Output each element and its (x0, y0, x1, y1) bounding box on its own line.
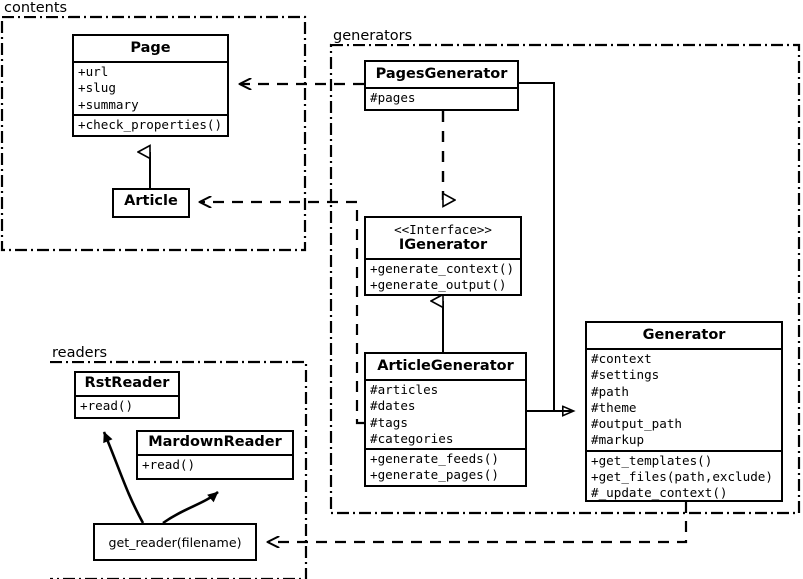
relation-generator-depends-getreader (268, 502, 688, 542)
class-name-igenerator: IGenerator (398, 237, 488, 253)
attribute-row: #markup (591, 432, 645, 448)
attribute-row: #output_path (591, 416, 682, 432)
method-row: +check_properties() (78, 116, 223, 132)
attribute-row: +url (78, 64, 109, 79)
class-name-pagesgenerator: PagesGenerator (375, 66, 508, 82)
attribute-row: #tags (370, 414, 408, 430)
attribute-row: #dates (370, 398, 416, 414)
class-box-mardownreader[interactable]: MardownReader +read() (136, 430, 294, 480)
method-row: +generate_feeds() (370, 451, 499, 467)
method-row: +get_files(path,exclude) (591, 469, 773, 485)
class-name-page: Page (130, 40, 171, 56)
class-box-pagesgenerator[interactable]: PagesGenerator #pages (364, 60, 519, 111)
package-label-generators: generators (331, 28, 415, 44)
attribute-row: +slug (78, 80, 116, 96)
class-box-rstreader[interactable]: RstReader +read() (74, 371, 180, 419)
class-name-articlegenerator: ArticleGenerator (377, 358, 514, 374)
attribute-row: #context (591, 351, 652, 366)
class-attributes-articlegenerator: #articles #dates #tags #categories (366, 379, 525, 448)
attribute-row: #path (591, 383, 629, 399)
class-attributes-page: +url +slug +summary (74, 61, 227, 114)
method-row: #_update_context() (591, 485, 728, 501)
attribute-row: #theme (591, 399, 637, 415)
attribute-row: #pages (370, 90, 416, 105)
class-box-article[interactable]: Article (112, 188, 190, 218)
method-row: +generate_pages() (370, 467, 499, 483)
relation-articlegenerator-depends-article (200, 202, 364, 425)
method-row: +get_templates() (591, 452, 713, 468)
class-attributes-generator: #context #settings #path #theme #output_… (587, 348, 781, 450)
class-stereotype-igenerator: <<Interface>> (394, 222, 492, 237)
relation-pagesgenerator-generalizes-generator (519, 82, 573, 411)
class-name-mardownreader: MardownReader (148, 434, 282, 450)
method-row: +generate_output() (370, 277, 507, 293)
class-methods-articlegenerator: +generate_feeds() +generate_pages() (366, 448, 525, 485)
class-name-generator: Generator (642, 327, 726, 343)
package-label-readers: readers (50, 345, 110, 361)
class-box-generator[interactable]: Generator #context #settings #path #them… (585, 321, 783, 502)
method-row: +generate_context() (370, 261, 515, 276)
attribute-row: #categories (370, 430, 454, 446)
attribute-row: #settings (591, 367, 660, 383)
function-label-get-reader: get_reader(filename) (108, 534, 242, 550)
class-box-articlegenerator[interactable]: ArticleGenerator #articles #dates #tags … (364, 352, 527, 487)
class-methods-mardownreader: +read() (138, 454, 292, 474)
class-name-rstreader: RstReader (84, 375, 170, 391)
class-box-page[interactable]: Page +url +slug +summary +check_properti… (72, 34, 229, 137)
class-methods-igenerator: +generate_context() +generate_output() (366, 258, 520, 295)
method-row: +read() (142, 457, 196, 472)
class-methods-generator: +get_templates() +get_files(path,exclude… (587, 449, 781, 503)
class-methods-rstreader: +read() (76, 395, 178, 415)
attribute-row: #articles (370, 382, 439, 397)
relation-getreader-uses-mardownreader (162, 491, 219, 525)
class-box-igenerator[interactable]: <<Interface>> IGenerator +generate_conte… (364, 216, 522, 296)
method-row: +read() (80, 398, 134, 413)
class-name-article: Article (124, 193, 178, 209)
attribute-row: +summary (78, 96, 139, 112)
package-label-contents: contents (2, 0, 70, 16)
class-attributes-pagesgenerator: #pages (366, 87, 517, 107)
function-box-get-reader[interactable]: get_reader(filename) (93, 523, 257, 561)
class-methods-page: +check_properties() (74, 113, 227, 134)
